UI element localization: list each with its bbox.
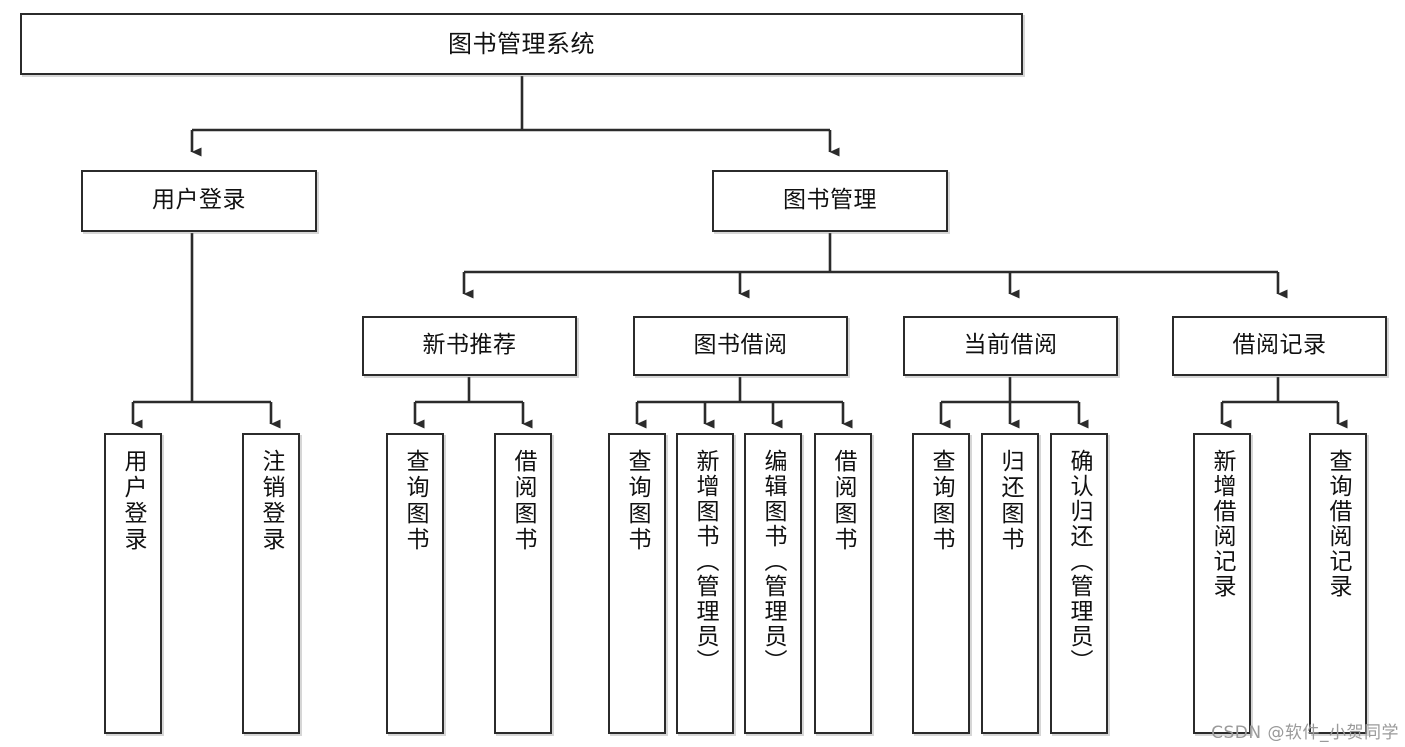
node-label: 注销登录 — [258, 449, 285, 553]
csdn-watermark: CSDN @软件_小贺同学 — [1211, 723, 1399, 743]
leaf-book-borrow-query[interactable]: 查询图书 — [608, 433, 666, 734]
leaf-user-login-logout[interactable]: 注销登录 — [242, 433, 300, 734]
leaf-book-borrow-borrow[interactable]: 借阅图书 — [814, 433, 872, 734]
leaf-borrow-record-query[interactable]: 查询借阅记录 — [1309, 433, 1367, 734]
node-label: 新增借阅记录 — [1209, 449, 1236, 599]
node-label: 用户登录 — [120, 449, 147, 553]
leaf-new-book-borrow[interactable]: 借阅图书 — [494, 433, 552, 734]
node-label: 查询图书 — [928, 449, 955, 553]
leaf-book-borrow-add[interactable]: 新增图书（管理员） — [676, 433, 734, 734]
node-label: 查询图书 — [624, 449, 651, 553]
leaf-book-borrow-edit[interactable]: 编辑图书（管理员） — [744, 433, 802, 734]
node-label: 归还图书 — [997, 449, 1024, 553]
node-book-management[interactable]: 图书管理 — [712, 170, 948, 232]
leaf-new-book-query[interactable]: 查询图书 — [386, 433, 444, 734]
node-label: 借阅图书 — [510, 449, 537, 553]
leaf-current-borrow-query[interactable]: 查询图书 — [912, 433, 970, 734]
leaf-borrow-record-add[interactable]: 新增借阅记录 — [1193, 433, 1251, 734]
node-root-system[interactable]: 图书管理系统 — [20, 13, 1023, 75]
node-label: 新书推荐 — [422, 332, 517, 359]
node-label: 图书管理系统 — [448, 29, 595, 58]
leaf-user-login-login[interactable]: 用户登录 — [104, 433, 162, 734]
node-label: 当前借阅 — [963, 332, 1058, 359]
node-label: 图书管理 — [783, 187, 877, 214]
node-current-borrow[interactable]: 当前借阅 — [903, 316, 1118, 376]
node-label: 编辑图书（管理员） — [760, 449, 787, 674]
node-label: 图书借阅 — [693, 332, 788, 359]
node-borrow-record[interactable]: 借阅记录 — [1172, 316, 1387, 376]
node-new-book-recommend[interactable]: 新书推荐 — [362, 316, 577, 376]
node-label: 新增图书（管理员） — [692, 449, 719, 674]
node-label: 查询图书 — [402, 449, 429, 553]
leaf-current-borrow-return[interactable]: 归还图书 — [981, 433, 1039, 734]
node-label: 用户登录 — [152, 187, 246, 214]
node-book-borrow[interactable]: 图书借阅 — [633, 316, 848, 376]
node-label: 借阅记录 — [1232, 332, 1327, 359]
node-label: 查询借阅记录 — [1325, 449, 1352, 599]
node-user-login[interactable]: 用户登录 — [81, 170, 317, 232]
leaf-current-borrow-confirm-return[interactable]: 确认归还（管理员） — [1050, 433, 1108, 734]
node-label: 确认归还（管理员） — [1066, 449, 1093, 674]
node-label: 借阅图书 — [830, 449, 857, 553]
